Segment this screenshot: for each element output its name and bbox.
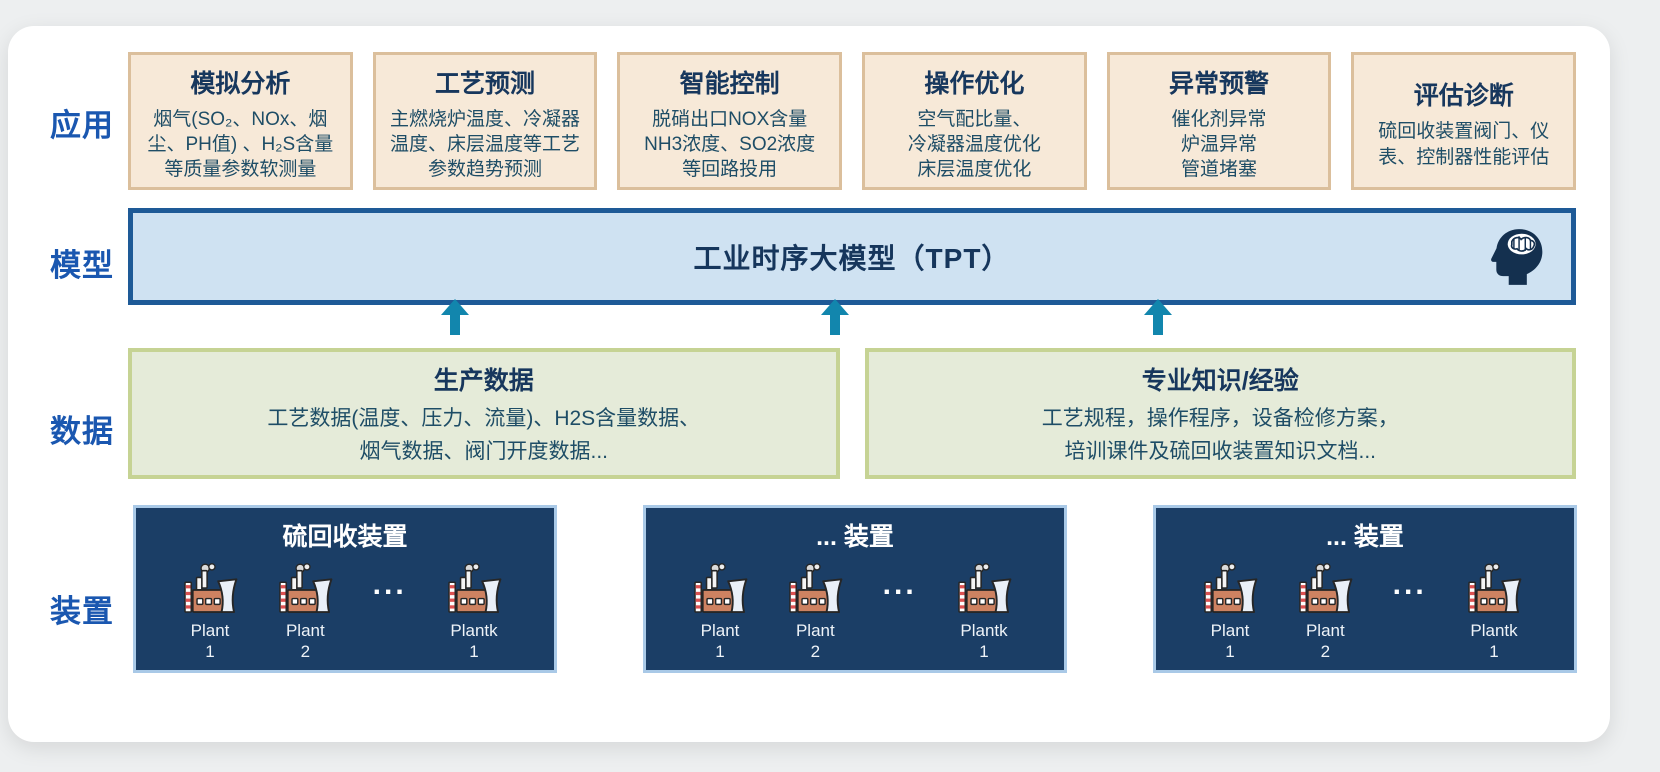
factory-icon (956, 563, 1012, 618)
model-bar: 工业时序大模型（TPT） (128, 208, 1576, 305)
data-box-body: 工艺规程，操作程序，设备检修方案， 培训课件及硫回收装置知识文档... (1041, 407, 1399, 463)
layer-label-model: 模型 (50, 248, 114, 283)
plant-item: Plantk 1 (956, 563, 1012, 662)
factory-icon (692, 563, 748, 618)
layer-label-application: 应用 (50, 108, 114, 143)
factory-icon (1202, 563, 1258, 618)
layer-label-plants: 装置 (50, 594, 114, 629)
model-title: 工业时序大模型（TPT） (693, 242, 1011, 274)
ellipsis-dots: ... (882, 567, 917, 601)
plant-box-sulfur-recovery: 硫回收装置 (133, 505, 557, 673)
app-box-evaluation-diagnosis: 评估诊断 硫回收装置阀门、仪表、控制器性能评估 (1351, 52, 1577, 190)
plant-strip: Plant 1 (1156, 553, 1574, 670)
ellipsis-dots: ... (372, 567, 407, 601)
app-box-title: 模拟分析 (190, 69, 291, 98)
plant-box-title: ... 装置 (816, 523, 894, 551)
layer-label-data: 数据 (50, 414, 114, 449)
plant-label: Plantk 1 (1470, 621, 1518, 661)
plant-label: Plantk 1 (960, 621, 1008, 661)
data-box-body: 工艺数据(温度、压力、流量)、H2S含量数据、 烟气数据、阀门开度数据... (267, 407, 701, 463)
factory-icon (182, 563, 238, 618)
app-box-body: 硫回收装置阀门、仪表、控制器性能评估 (1378, 121, 1550, 168)
app-box-body: 脱硝出口NOX含量 NH3浓度、SO2浓度 等回路投用 (644, 108, 816, 181)
app-box-title: 操作优化 (924, 69, 1025, 98)
app-box-title: 异常预警 (1169, 69, 1270, 98)
plant-strip: Plant 1 (136, 553, 554, 670)
plant-strip: Plant 1 (646, 553, 1064, 670)
factory-icon (277, 563, 333, 618)
app-box-anomaly-warning: 异常预警 催化剂异常 炉温异常 管道堵塞 (1106, 52, 1332, 190)
factory-icon (1297, 563, 1353, 618)
application-row: 模拟分析 烟气(SO₂、NOx、烟尘、PH值) 、H₂S含量等质量参数软测量 工… (128, 52, 1577, 190)
factory-icon (787, 563, 843, 618)
plant-label: Plant 2 (285, 621, 325, 661)
app-box-process-prediction: 工艺预测 主燃烧炉温度、冷凝器温度、床层温度等工艺参数趋势预测 (372, 52, 598, 190)
up-arrow-icon (821, 299, 849, 335)
plant-label: Plant 1 (1210, 621, 1250, 661)
app-box-title: 工艺预测 (435, 69, 536, 98)
plant-item: Plantk 1 (446, 563, 502, 662)
app-box-intelligent-control: 智能控制 脱硝出口NOX含量 NH3浓度、SO2浓度 等回路投用 (617, 52, 843, 190)
plant-item: Plant 2 (787, 563, 843, 662)
plant-item: Plant 1 (1202, 563, 1258, 662)
plant-label: Plantk 1 (450, 621, 498, 661)
plant-item: Plant 1 (692, 563, 748, 662)
factory-icon (446, 563, 502, 618)
plant-label: Plant 1 (190, 621, 230, 661)
app-box-body: 催化剂异常 炉温异常 管道堵塞 (1171, 108, 1267, 181)
plant-box-other-2: ... 装置 (1153, 505, 1577, 673)
up-arrow-icon (441, 299, 469, 335)
app-box-body: 烟气(SO₂、NOx、烟尘、PH值) 、H₂S含量等质量参数软测量 (147, 108, 334, 181)
app-box-body: 空气配比量、 冷凝器温度优化 床层温度优化 (907, 108, 1041, 181)
data-box-domain-knowledge: 专业知识/经验 工艺规程，操作程序，设备检修方案， 培训课件及硫回收装置知识文档… (864, 348, 1576, 479)
factory-icon (1466, 563, 1522, 618)
plant-box-title: 硫回收装置 (282, 523, 408, 551)
plant-item: Plant 2 (1297, 563, 1353, 662)
plant-label: Plant 1 (700, 621, 740, 661)
plant-item: Plant 1 (182, 563, 238, 662)
plant-label: Plant 2 (795, 621, 835, 661)
data-box-production-data: 生产数据 工艺数据(温度、压力、流量)、H2S含量数据、 烟气数据、阀门开度数据… (128, 348, 840, 479)
plant-label: Plant 2 (1305, 621, 1345, 661)
plant-box-other-1: ... 装置 (643, 505, 1067, 673)
data-box-title: 生产数据 (433, 367, 534, 395)
plant-item: Plantk 1 (1466, 563, 1522, 662)
app-box-title: 智能控制 (679, 69, 780, 98)
up-arrow-icon (1144, 299, 1172, 335)
ellipsis-dots: ... (1392, 567, 1427, 601)
plant-item: Plant 2 (277, 563, 333, 662)
plant-box-title: ... 装置 (1326, 523, 1404, 551)
data-box-title: 专业知识/经验 (1141, 367, 1299, 395)
brain-head-icon (1489, 227, 1545, 287)
app-box-body: 主燃烧炉温度、冷凝器温度、床层温度等工艺参数趋势预测 (390, 108, 581, 181)
plants-row: 硫回收装置 (133, 505, 1577, 673)
app-box-operation-optimization: 操作优化 空气配比量、 冷凝器温度优化 床层温度优化 (862, 52, 1087, 190)
data-row: 生产数据 工艺数据(温度、压力、流量)、H2S含量数据、 烟气数据、阀门开度数据… (128, 348, 1576, 479)
app-box-title: 评估诊断 (1413, 82, 1514, 111)
app-box-simulation: 模拟分析 烟气(SO₂、NOx、烟尘、PH值) 、H₂S含量等质量参数软测量 (128, 52, 353, 190)
